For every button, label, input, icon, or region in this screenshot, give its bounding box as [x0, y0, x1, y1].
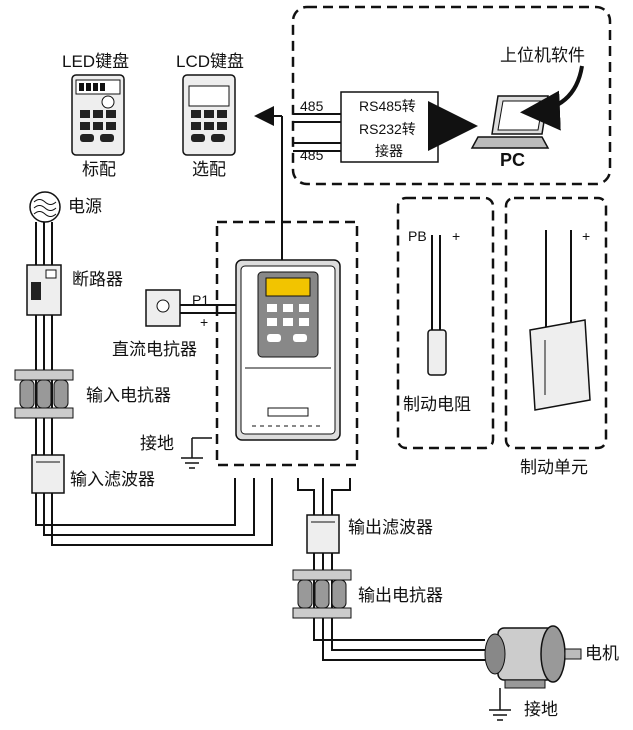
- braking-resistor-label: 制动电阻: [403, 395, 471, 415]
- port-485-bottom-label: 485: [300, 147, 324, 163]
- output-filter-icon: [306, 514, 340, 554]
- converter-line1: RS485转: [359, 98, 416, 114]
- host-software-label: 上位机软件: [500, 46, 585, 66]
- port-485-top-label: 485: [300, 98, 324, 114]
- output-power-lines: [297, 478, 485, 661]
- converter-line3: 接器: [375, 144, 403, 160]
- power-supply-label: 电源: [68, 197, 102, 217]
- led-keypad-icon: [71, 74, 125, 156]
- motor-label: 电机: [585, 644, 619, 664]
- host-software-arrow: [520, 65, 584, 131]
- pb-label: PB: [408, 228, 427, 244]
- output-filter-label: 输出滤波器: [348, 518, 433, 538]
- dc-reactor-label: 直流电抗器: [112, 340, 197, 360]
- output-reactor-icon: [292, 569, 352, 619]
- ground-left-label: 接地: [140, 434, 174, 454]
- pb-plus-label: +: [452, 228, 461, 244]
- braking-unit-plus-label: +: [582, 228, 591, 244]
- braking-unit-dashed-box: [504, 196, 608, 450]
- circuit-breaker-icon: [26, 264, 62, 316]
- braking-resistor-dashed-box: [396, 196, 495, 450]
- lcd-keypad-icon: [182, 74, 236, 156]
- dc-plus-label: +: [200, 314, 209, 330]
- ac-source-icon: [29, 191, 61, 223]
- braking-unit-icon: [529, 319, 591, 411]
- input-filter-icon: [31, 454, 65, 494]
- inverter-icon: [235, 259, 341, 441]
- input-reactor-icon: [14, 369, 74, 419]
- dc-reactor-icon: [145, 289, 181, 327]
- standard-label: 标配: [82, 160, 116, 180]
- ground-motor-label: 接地: [524, 700, 558, 720]
- rs485-converter-box: [340, 91, 439, 163]
- optional-label: 选配: [192, 160, 226, 180]
- p1-label: P1: [192, 292, 210, 308]
- output-reactor-label: 输出电抗器: [358, 586, 443, 606]
- led-keypad-label: LED键盘: [62, 52, 130, 71]
- motor-icon: [484, 625, 582, 689]
- ground-icon: [181, 437, 212, 469]
- lcd-keypad-label: LCD键盘: [176, 52, 245, 71]
- converter-line2: RS232转: [359, 121, 416, 137]
- pc-label: PC: [500, 150, 526, 170]
- ground-icon: [489, 688, 511, 721]
- laptop-icon: [470, 95, 550, 149]
- braking-resistor-icon: [427, 329, 447, 376]
- input-filter-label: 输入滤波器: [70, 470, 155, 490]
- input-reactor-label: 输入电抗器: [86, 386, 171, 406]
- inverter-dashed-box: [215, 220, 359, 467]
- communication-dashed-box: [291, 5, 612, 186]
- braking-unit-label: 制动单元: [520, 458, 588, 478]
- circuit-breaker-label: 断路器: [72, 270, 123, 290]
